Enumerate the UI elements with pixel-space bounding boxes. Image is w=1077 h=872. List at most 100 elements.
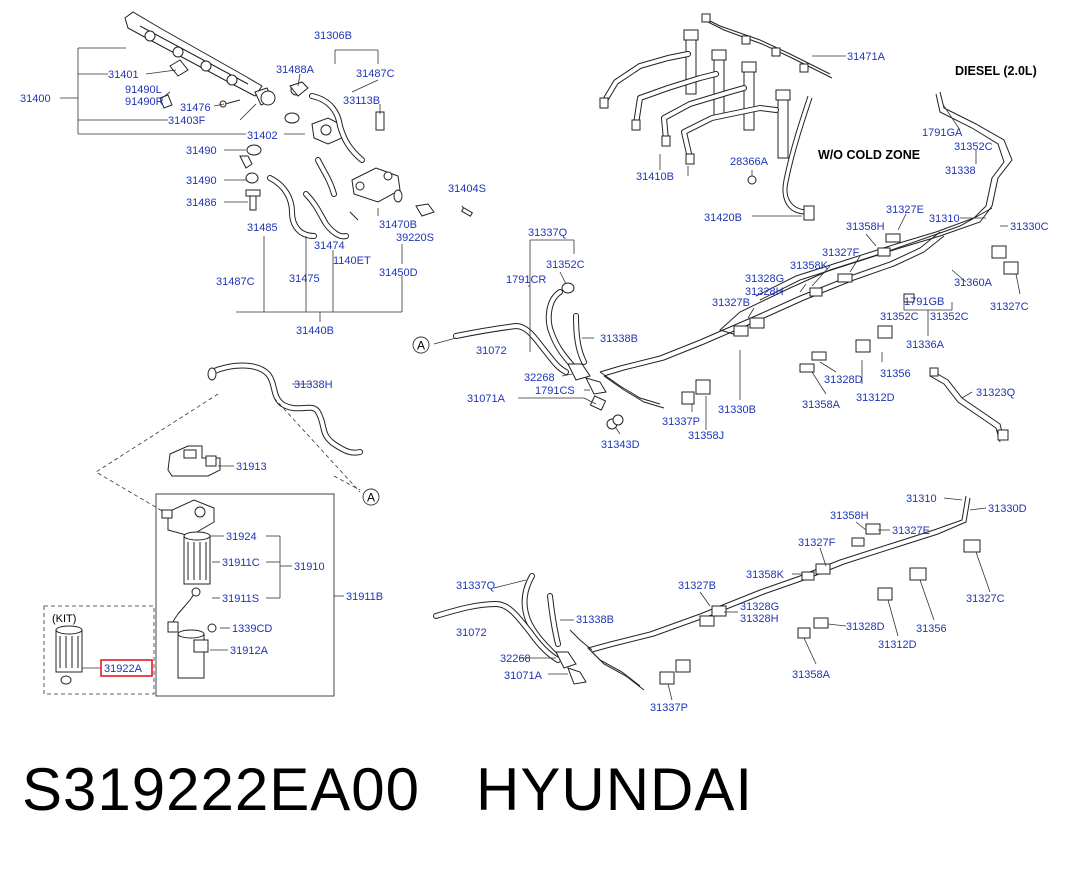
engine-header: DIESEL (2.0L) xyxy=(955,64,1037,78)
label-39220S[interactable]: 39220S xyxy=(396,232,434,244)
label-31352C-c[interactable]: 31352C xyxy=(930,311,969,323)
leader-31400 xyxy=(60,47,305,135)
label-31358A-b[interactable]: 31358A xyxy=(792,669,831,681)
label-31486[interactable]: 31486 xyxy=(186,197,217,209)
label-31358H-b[interactable]: 31358H xyxy=(830,510,869,522)
label-31485[interactable]: 31485 xyxy=(247,222,278,234)
label-31327F-b[interactable]: 31327F xyxy=(798,537,836,549)
label-31911S[interactable]: 31911S xyxy=(222,593,259,605)
label-28366A[interactable]: 28366A xyxy=(730,156,769,168)
label-31360A[interactable]: 31360A xyxy=(954,277,993,289)
clip-bolt-parts xyxy=(224,144,262,211)
label-31358K-b[interactable]: 31358K xyxy=(746,569,785,581)
label-91490R[interactable]: 91490R xyxy=(125,96,164,108)
label-31337P-b[interactable]: 31337P xyxy=(650,702,688,714)
label-31450D[interactable]: 31450D xyxy=(379,267,418,279)
label-31071A-b[interactable]: 31071A xyxy=(504,670,543,682)
label-1339CD[interactable]: 1339CD xyxy=(232,623,272,635)
label-31327B-a[interactable]: 31327B xyxy=(712,297,750,309)
label-31487C-b[interactable]: 31487C xyxy=(356,68,395,80)
return-pipe-part xyxy=(747,95,815,221)
label-31476[interactable]: 31476 xyxy=(180,102,211,114)
label-31337Q-a[interactable]: 31337Q xyxy=(528,227,568,239)
label-31310-b[interactable]: 31310 xyxy=(906,493,937,505)
label-31420B[interactable]: 31420B xyxy=(704,212,742,224)
label-91490L[interactable]: 91490L xyxy=(125,84,162,96)
label-31358H-a[interactable]: 31358H xyxy=(846,221,885,233)
label-31328H-a[interactable]: 31328H xyxy=(745,286,784,298)
label-31330C-a[interactable]: 31330C xyxy=(1010,221,1049,233)
label-32268-b[interactable]: 32268 xyxy=(500,653,531,665)
label-1791GB[interactable]: 1791GB xyxy=(904,296,944,308)
label-31312D-b[interactable]: 31312D xyxy=(878,639,917,651)
label-31327C-b[interactable]: 31327C xyxy=(990,301,1029,313)
label-1791GA[interactable]: 1791GA xyxy=(922,127,963,139)
label-31343D[interactable]: 31343D xyxy=(601,439,640,451)
label-31911B[interactable]: 31911B xyxy=(346,591,383,603)
label-31328G-a[interactable]: 31328G xyxy=(745,273,784,285)
label-31330D[interactable]: 31330D xyxy=(988,503,1027,515)
label-31323Q[interactable]: 31323Q xyxy=(976,387,1016,399)
label-31352C-d[interactable]: 31352C xyxy=(546,259,585,271)
label-31488A[interactable]: 31488A xyxy=(276,64,315,76)
label-31352C-b[interactable]: 31352C xyxy=(880,311,919,323)
label-31338[interactable]: 31338 xyxy=(945,165,976,177)
label-31338H[interactable]: 31338H xyxy=(294,379,333,391)
label-31487C-a[interactable]: 31487C xyxy=(216,276,255,288)
label-31911C[interactable]: 31911C xyxy=(222,557,260,569)
label-31910[interactable]: 31910 xyxy=(294,561,325,573)
label-31337P-a[interactable]: 31337P xyxy=(662,416,700,428)
label-31337Q-b[interactable]: 31337Q xyxy=(456,580,496,592)
label-31328D-a[interactable]: 31328D xyxy=(824,374,863,386)
label-32268-a[interactable]: 32268 xyxy=(524,372,555,384)
label-31327F-a[interactable]: 31327F xyxy=(822,247,860,259)
label-31071A-a[interactable]: 31071A xyxy=(467,393,506,405)
label-31490-b[interactable]: 31490 xyxy=(186,175,217,187)
label-31356-a[interactable]: 31356 xyxy=(880,368,911,380)
label-31338B-a[interactable]: 31338B xyxy=(600,333,638,345)
label-31474[interactable]: 31474 xyxy=(314,240,345,252)
label-31490-a[interactable]: 31490 xyxy=(186,145,217,157)
label-31356-b[interactable]: 31356 xyxy=(916,623,947,635)
label-31306B[interactable]: 31306B xyxy=(314,30,352,42)
label-31358A-a[interactable]: 31358A xyxy=(802,399,841,411)
label-33113B[interactable]: 33113B xyxy=(343,95,380,107)
label-31912A[interactable]: 31912A xyxy=(230,645,269,657)
label-1791CS[interactable]: 1791CS xyxy=(535,385,575,397)
label-31330B[interactable]: 31330B xyxy=(718,404,756,416)
label-31327C-c[interactable]: 31327C xyxy=(966,593,1005,605)
label-31440B[interactable]: 31440B xyxy=(296,325,334,337)
label-31924[interactable]: 31924 xyxy=(226,531,257,543)
label-1140ET[interactable]: 1140ET xyxy=(333,255,371,267)
label-31471A[interactable]: 31471A xyxy=(847,51,886,63)
label-31922A[interactable]: 31922A xyxy=(104,663,143,675)
label-31328D-b[interactable]: 31328D xyxy=(846,621,885,633)
label-31470B[interactable]: 31470B xyxy=(379,219,417,231)
label-kit: (KIT) xyxy=(52,613,76,625)
label-31328G-b[interactable]: 31328G xyxy=(740,601,779,613)
label-31400[interactable]: 31400 xyxy=(20,93,51,105)
label-31312D-a[interactable]: 31312D xyxy=(856,392,895,404)
label-31338B-b[interactable]: 31338B xyxy=(576,614,614,626)
label-31352C-a[interactable]: 31352C xyxy=(954,141,993,153)
label-1791CR[interactable]: 1791CR xyxy=(506,274,546,286)
label-31327E-b[interactable]: 31327E xyxy=(892,525,930,537)
label-31404S[interactable]: 31404S xyxy=(448,183,486,195)
label-31358K-a[interactable]: 31358K xyxy=(790,260,829,272)
label-31403F[interactable]: 31403F xyxy=(168,115,206,127)
label-31328H-b[interactable]: 31328H xyxy=(740,613,779,625)
label-31327B-b[interactable]: 31327B xyxy=(678,580,716,592)
label-31402[interactable]: 31402 xyxy=(247,130,278,142)
label-31401[interactable]: 31401 xyxy=(108,69,139,81)
label-31327E-a[interactable]: 31327E xyxy=(886,204,924,216)
fuel-line-assembly-upper xyxy=(599,91,1021,443)
label-31410B[interactable]: 31410B xyxy=(636,171,674,183)
label-31913[interactable]: 31913 xyxy=(236,461,267,473)
label-31336A[interactable]: 31336A xyxy=(906,339,945,351)
label-31475[interactable]: 31475 xyxy=(289,273,320,285)
label-31072-b[interactable]: 31072 xyxy=(456,627,487,639)
label-31072-a[interactable]: 31072 xyxy=(476,345,507,357)
label-31358J[interactable]: 31358J xyxy=(688,430,724,442)
label-31310-a[interactable]: 31310 xyxy=(929,213,960,225)
